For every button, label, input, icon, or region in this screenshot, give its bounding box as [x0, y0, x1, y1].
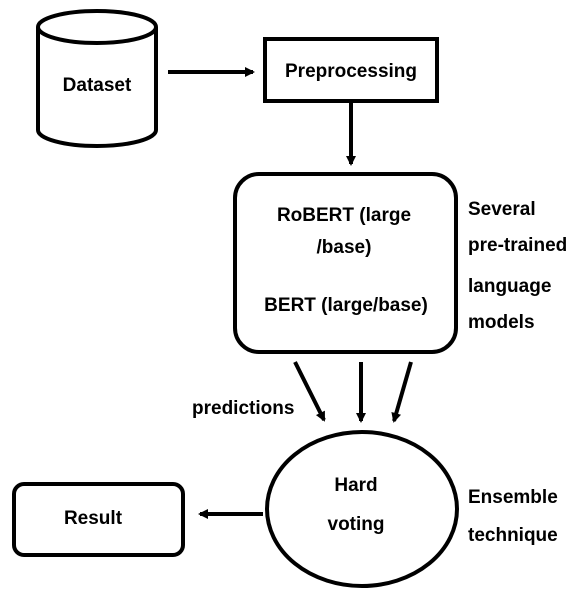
dataset-label: Dataset: [63, 75, 132, 96]
models-note-line4: models: [468, 312, 535, 333]
dataset-cylinder-body: [36, 27, 158, 148]
models-node: RoBERT (large /base) BERT (large/base): [233, 172, 458, 354]
ensemble-note-line2: technique: [468, 525, 558, 546]
voting-label-line1: Hard: [334, 475, 377, 496]
preprocessing-node: Preprocessing: [263, 37, 439, 103]
voting-label-line2: voting: [328, 514, 385, 535]
voting-node: Hard voting: [265, 430, 459, 588]
prediction-arrow-left: [293, 361, 326, 422]
dataset-node: Dataset: [36, 9, 158, 148]
result-box: [12, 482, 185, 557]
ensemble-note-line1: Ensemble: [468, 487, 558, 508]
models-box: [233, 172, 458, 354]
models-note-line3: language: [468, 276, 551, 297]
models-note: Several pre-trained language models: [468, 199, 567, 333]
models-label-line3: BERT (large/base): [264, 295, 428, 316]
preprocessing-box: [263, 37, 439, 103]
result-label: Result: [64, 508, 123, 529]
models-note-line1: Several: [468, 199, 536, 220]
preprocessing-label: Preprocessing: [285, 61, 417, 82]
predictions-label: predictions: [192, 398, 294, 419]
models-label-line2: /base): [317, 237, 372, 258]
result-node: Result: [12, 482, 185, 557]
models-label-line1: RoBERT (large: [277, 205, 411, 226]
prediction-arrow-right: [391, 361, 413, 423]
models-note-line2: pre-trained: [468, 235, 567, 256]
ensemble-note: Ensemble technique: [468, 487, 558, 546]
voting-circle: [265, 430, 459, 588]
dataset-cylinder-top: [36, 9, 158, 45]
